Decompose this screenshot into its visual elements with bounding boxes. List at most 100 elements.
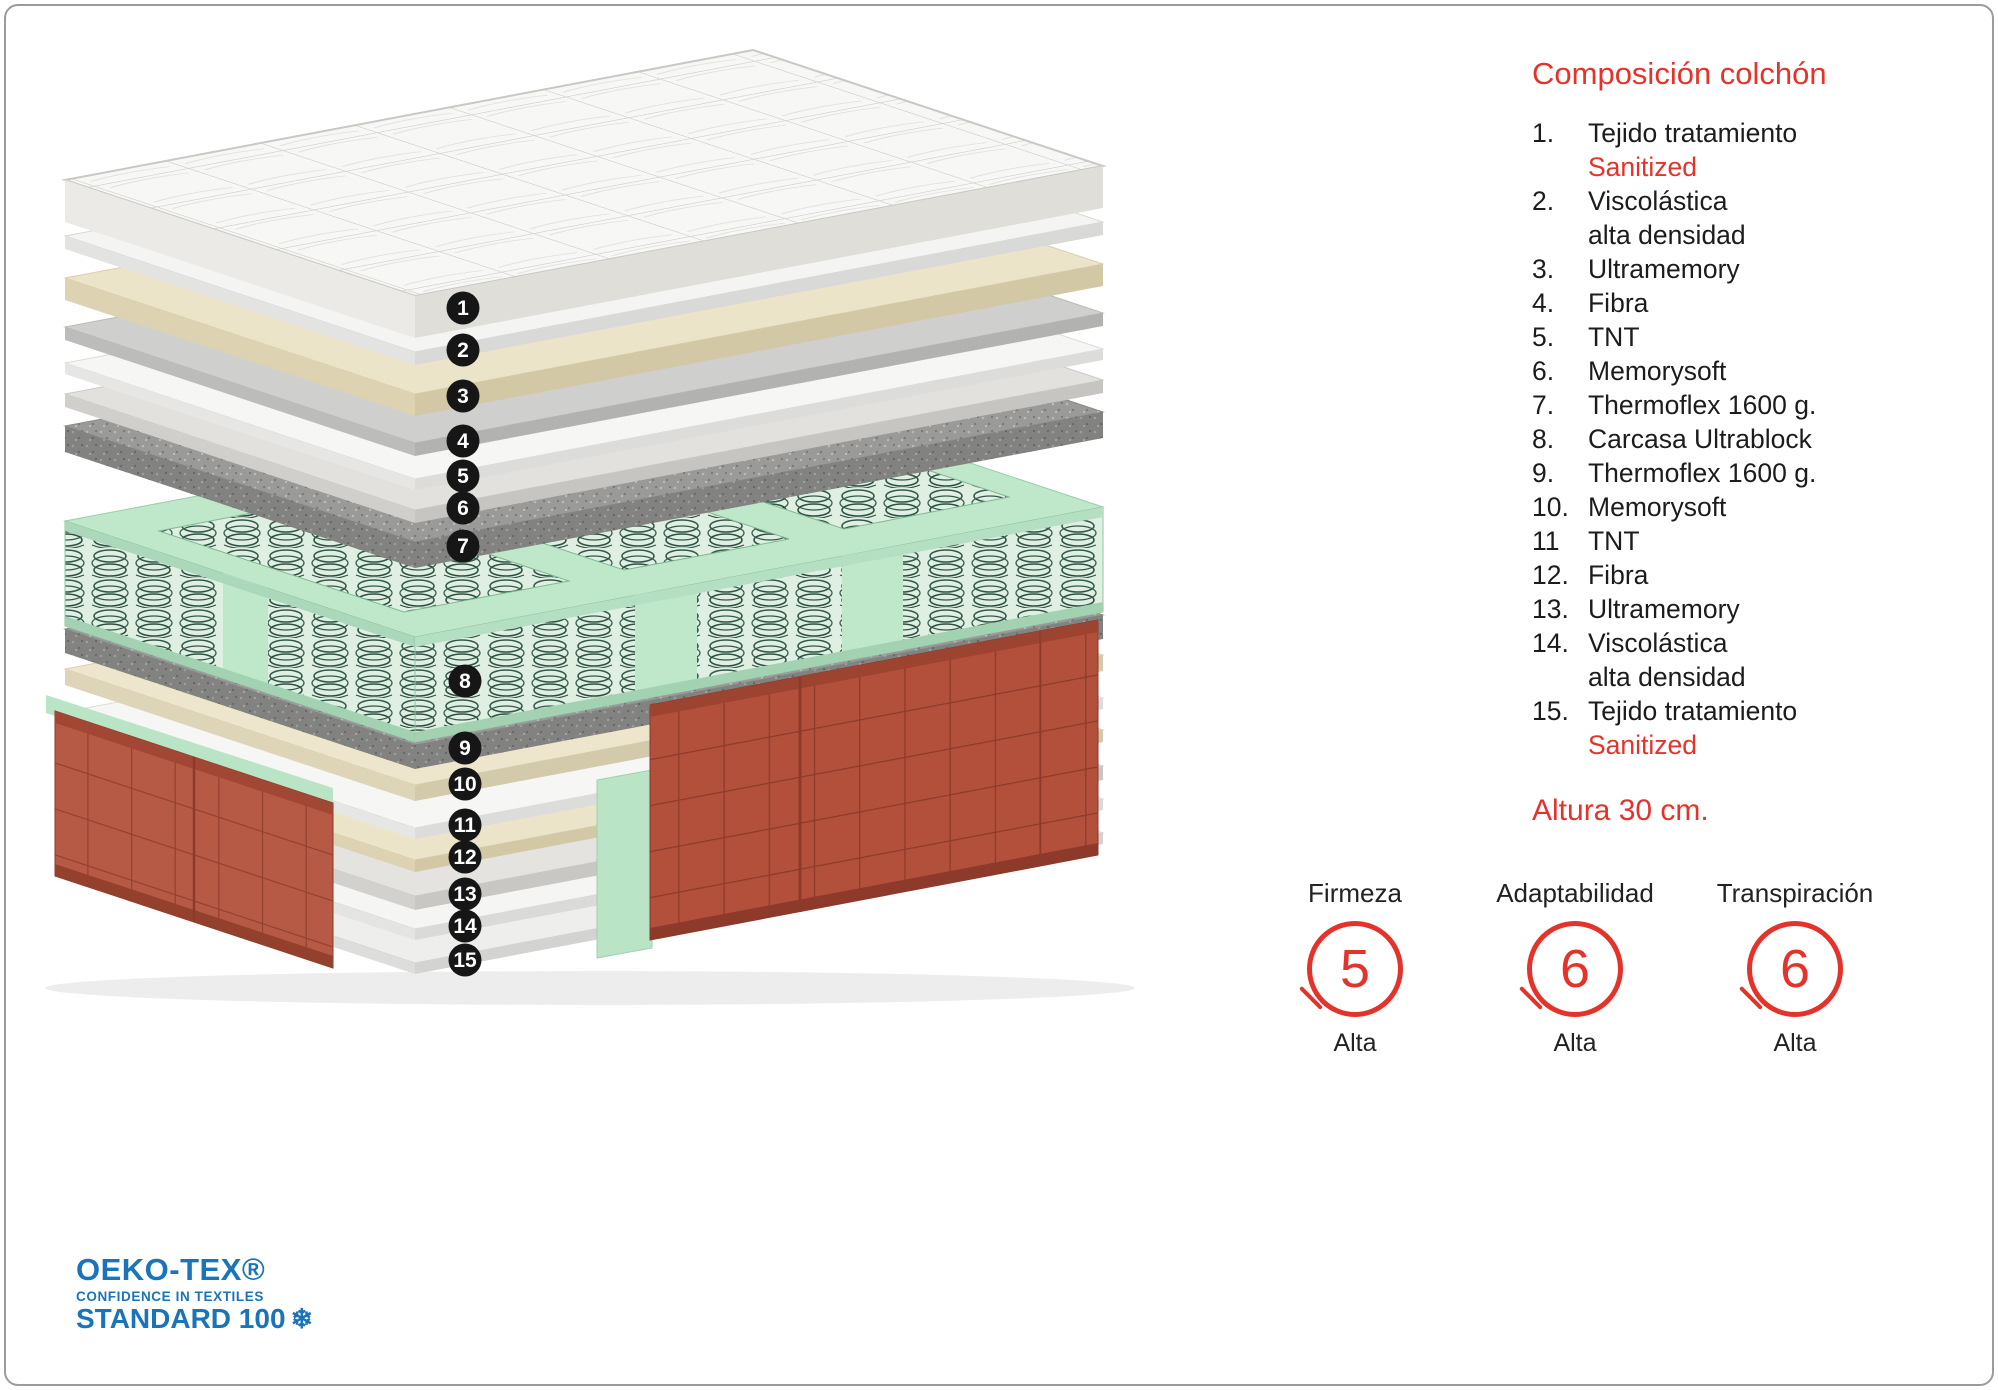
legend-item-number: 12. (1532, 560, 1569, 590)
legend-item-number: 8. (1532, 424, 1555, 454)
layer-badge (448, 808, 482, 842)
legend-item: 12. Fibra (1532, 558, 1978, 592)
legend-item: 10. Memorysoft (1532, 490, 1978, 524)
layer-badge-number: 3 (457, 385, 469, 408)
legend-item: 9. Thermoflex 1600 g. (1532, 456, 1978, 490)
legend-item: 7. Thermoflex 1600 g. (1532, 388, 1978, 422)
oeko-tex-logo: OEKO-TEX® CONFIDENCE IN TEXTILES STANDAR… (76, 1253, 313, 1335)
foam-pillar (635, 584, 697, 700)
legend-item-text: Thermoflex 1600 g. (1588, 458, 1817, 488)
rating-transpiracion: Transpiración 6 Alta (1685, 878, 1905, 1058)
layer-badge-number: 10 (453, 773, 476, 796)
rating-value: 5 (1339, 939, 1371, 999)
layer-badge (446, 379, 480, 413)
legend-title: Composición colchón (1532, 56, 1827, 91)
layer-badge (448, 731, 482, 765)
foam-pillar (842, 545, 903, 661)
legend-item: 4. Fibra (1532, 286, 1978, 320)
legend-item-line1: Viscolástica (1588, 186, 1728, 216)
legend-item: 5. TNT (1532, 320, 1978, 354)
legend-item-number: 2. (1532, 186, 1555, 216)
legend-item-line2: alta densidad (1588, 662, 1746, 692)
oeko-tex-tagline: CONFIDENCE IN TEXTILES (76, 1288, 264, 1304)
layer-badges: 1 2 3 4 5 6 7 8 9 10 11 12 13 14 15 (446, 291, 482, 977)
legend-item-line2: Sanitized (1588, 152, 1698, 182)
rating-adaptabilidad: Adaptabilidad 6 Alta (1465, 878, 1685, 1058)
legend-item-text: Thermoflex 1600 g. (1588, 390, 1817, 420)
legend-item-text: Memorysoft (1588, 356, 1727, 386)
red-border-panel-right (649, 619, 1099, 941)
layer-badge (446, 333, 480, 367)
layer-badge (446, 291, 480, 325)
foam-pillar (223, 573, 268, 693)
legend-item-text: Memorysoft (1588, 492, 1727, 522)
legend-item-number: 5. (1532, 322, 1555, 352)
legend-item: 6. Memorysoft (1532, 354, 1978, 388)
ground-shadow (45, 971, 1135, 1005)
red-border-panel-left (54, 710, 334, 969)
layer-badge-number: 1 (457, 297, 469, 320)
gauge-tick-icon (1298, 985, 1324, 1011)
legend-item-text: TNT (1588, 322, 1640, 352)
legend-item: 8. Carcasa Ultrablock (1532, 422, 1978, 456)
legend-item-text: Fibra (1588, 560, 1649, 590)
rating-level: Alta (1773, 1029, 1817, 1057)
oeko-tex-standard-text: STANDARD 100 (76, 1303, 286, 1335)
legend-item-number: 1. (1532, 118, 1555, 148)
layer-badge (448, 943, 482, 977)
layer-badge-number: 7 (457, 535, 469, 558)
gauge-tick-icon (1738, 985, 1764, 1011)
layer-1-tejido-sanitized (61, 48, 1107, 338)
ratings-row: Firmeza 5 Alta Adaptabilidad 6 Alta Tran… (1245, 878, 1905, 1058)
layer-badge (446, 529, 480, 563)
layer-badge (446, 459, 480, 493)
rating-firmeza: Firmeza 5 Alta (1245, 878, 1465, 1058)
foam-side-rail (46, 695, 333, 806)
rating-label: Transpiración (1716, 878, 1874, 908)
rating-value: 6 (1779, 939, 1811, 999)
layer-badge (446, 424, 480, 458)
layer-badge (448, 767, 482, 801)
layer-badge (448, 877, 482, 911)
layer-badge-number: 6 (457, 497, 469, 520)
rating-level: Alta (1333, 1029, 1377, 1057)
layer-badge-number: 14 (453, 915, 477, 938)
legend-item-number: 9. (1532, 458, 1555, 488)
layer-badge-number: 13 (453, 883, 476, 906)
legend-item-line1: Tejido tratamiento (1588, 118, 1798, 148)
rating-gauge: 5 (1298, 921, 1403, 1017)
layer-badge (448, 664, 482, 698)
legend-item-text: Ultramemory (1588, 254, 1740, 284)
rating-gauge: 6 (1518, 921, 1623, 1017)
legend-item-number: 10. (1532, 492, 1569, 522)
legend-item-text: Carcasa Ultrablock (1588, 424, 1812, 454)
snowflake-icon: ❄ (290, 1303, 314, 1334)
legend-item: 11 TNT (1532, 524, 1978, 558)
rating-gauge: 6 (1738, 921, 1843, 1017)
layer-badge (448, 909, 482, 943)
layer-badge-number: 2 (457, 339, 469, 362)
composition-legend: Composición colchón 1. Tejido tratamient… (1532, 56, 1978, 828)
legend-item-number: 11 (1532, 526, 1560, 556)
gauge-tick-icon (1518, 985, 1544, 1011)
height-note: Altura 30 cm. (1532, 794, 1709, 827)
legend-item-number: 15. (1532, 696, 1569, 726)
layer-badge (448, 840, 482, 874)
foam-side-rail (596, 769, 653, 959)
legend-item-text: TNT (1588, 526, 1640, 556)
legend-item-number: 4. (1532, 288, 1555, 318)
legend-item: 3. Ultramemory (1532, 252, 1978, 286)
legend-item-number: 13. (1532, 594, 1569, 624)
layer-badge-number: 9 (459, 737, 471, 760)
oeko-tex-standard: STANDARD 100 ❄ (76, 1304, 313, 1335)
mattress-exploded-diagram: 1 2 3 4 5 6 7 8 9 10 11 12 13 14 15 (45, 48, 1135, 1005)
legend-item-text: Fibra (1588, 288, 1649, 318)
